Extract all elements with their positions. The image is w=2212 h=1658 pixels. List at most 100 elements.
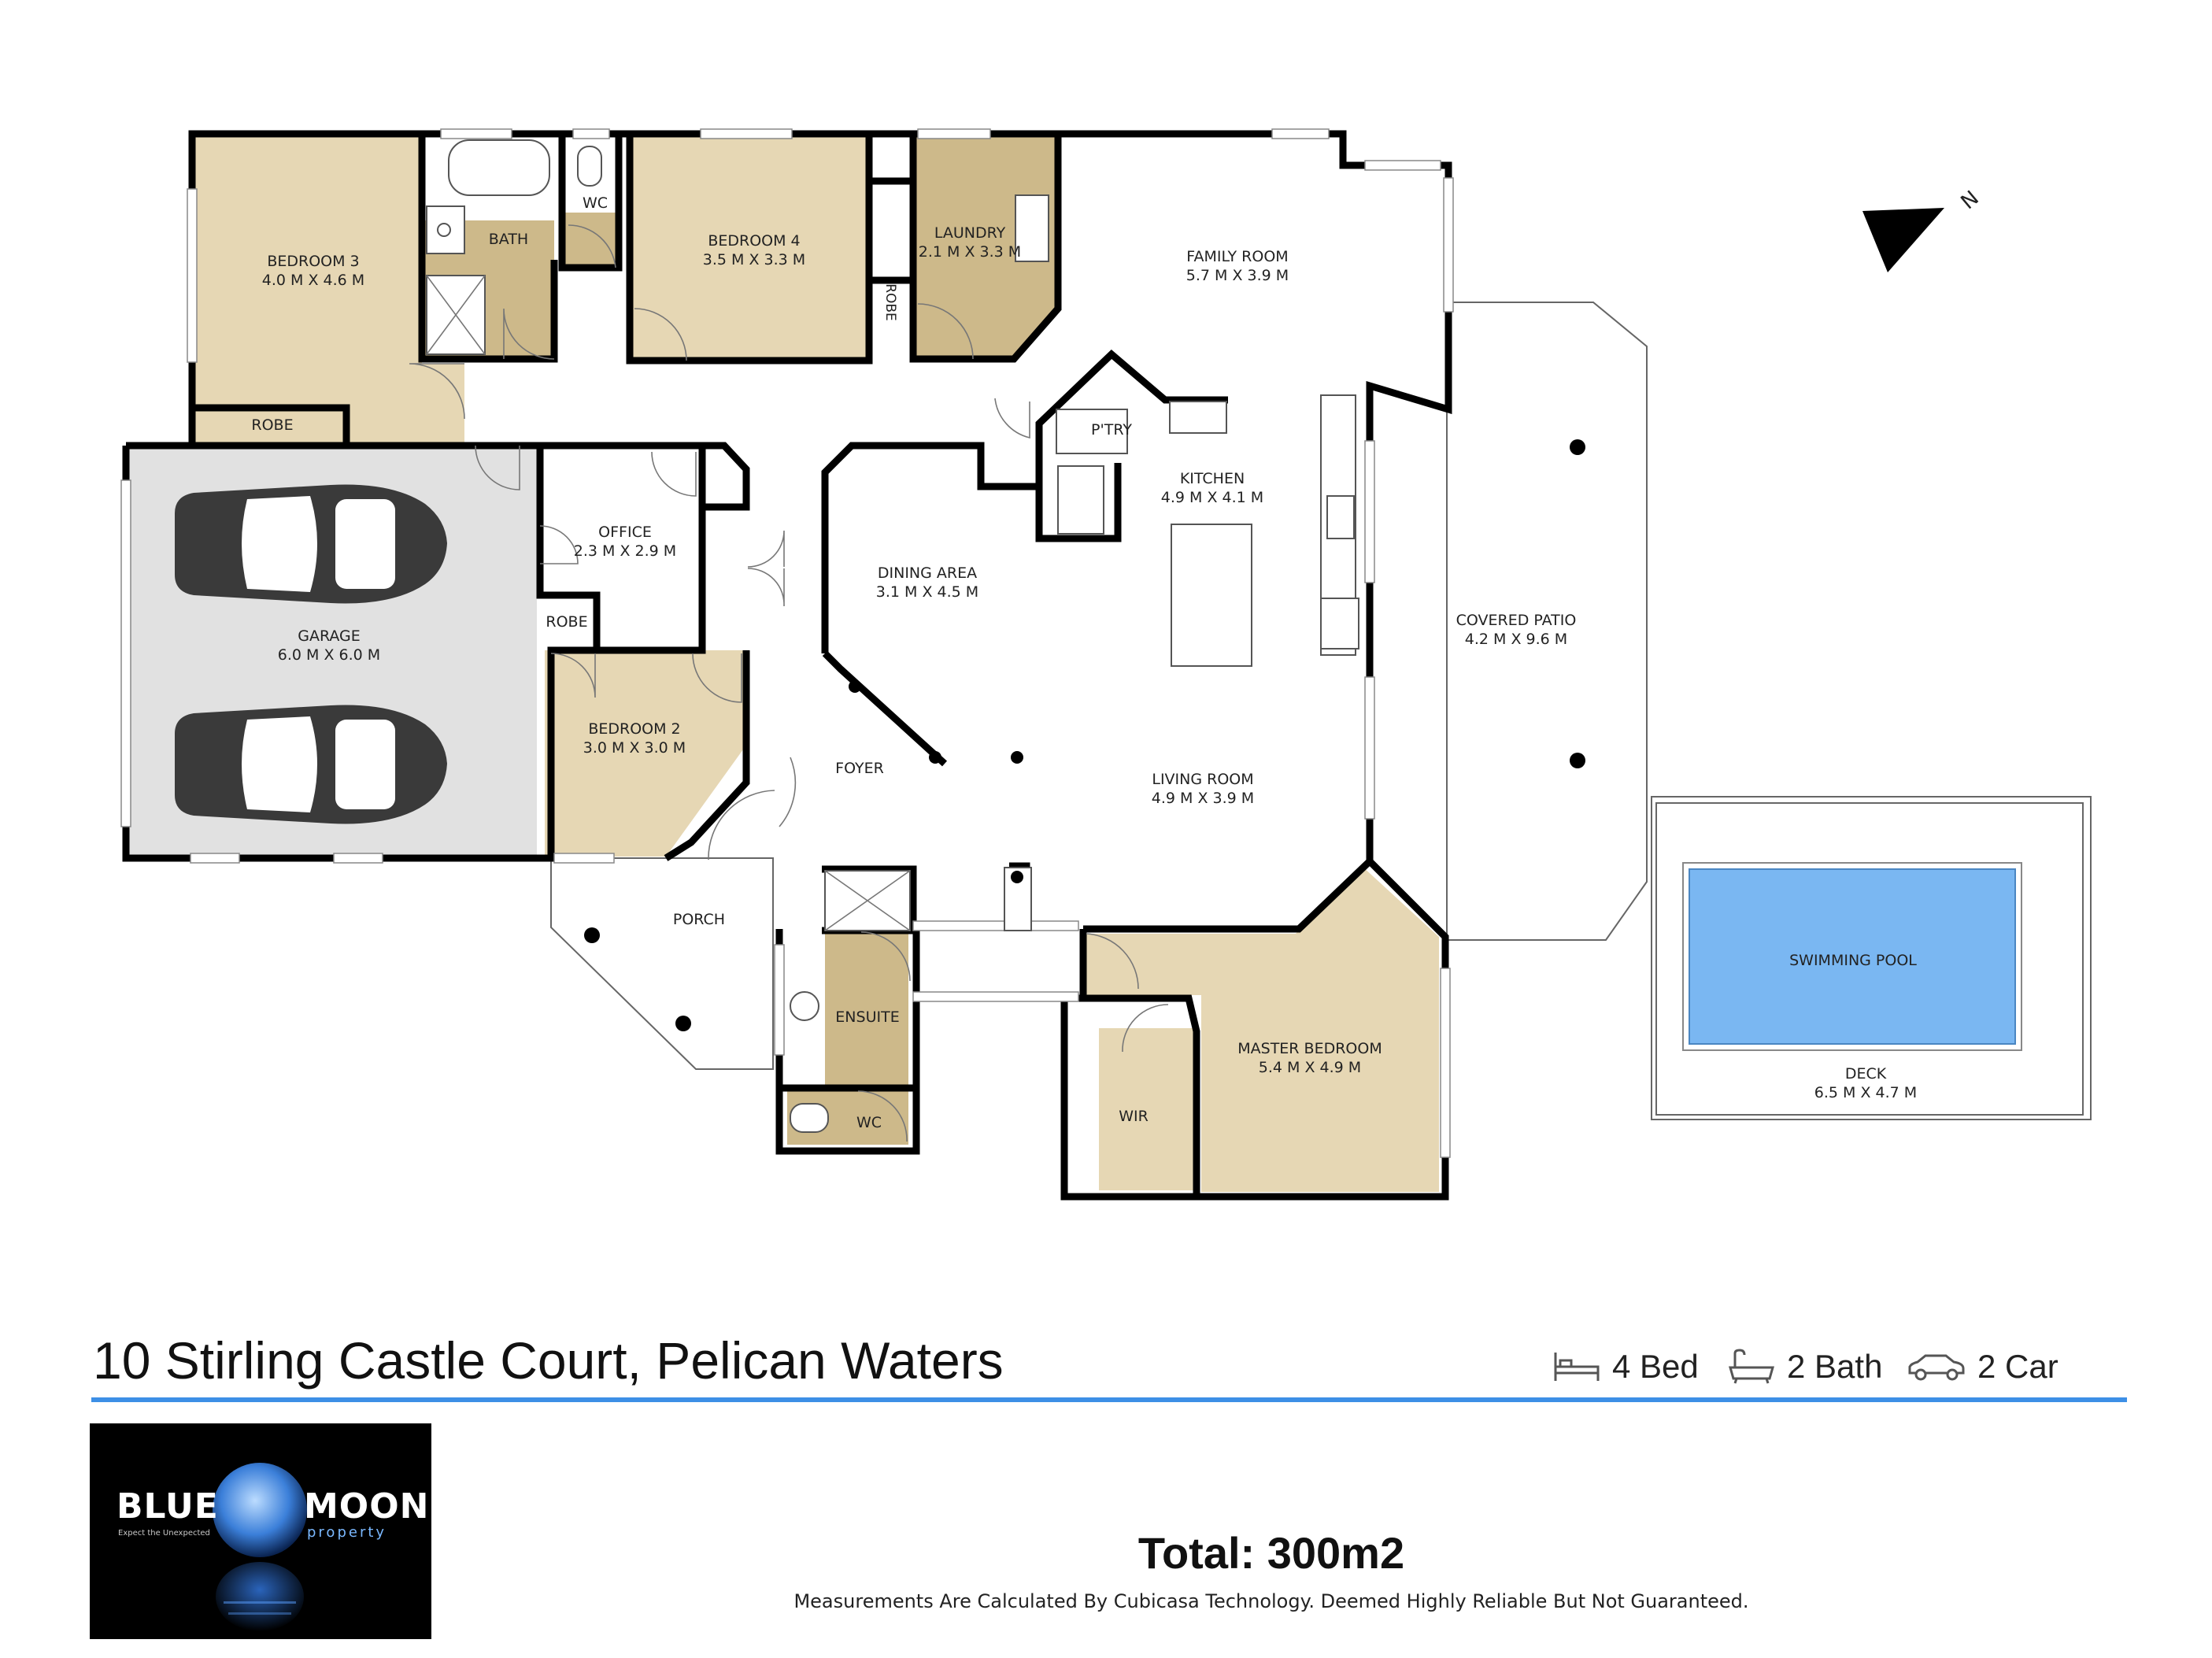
- car-count-label: 2 Car: [1977, 1348, 2058, 1385]
- pantry-shelf: [1056, 409, 1128, 454]
- ensuite-floor: [825, 931, 908, 1085]
- foyer-name: FOYER: [835, 760, 884, 777]
- master-name: MASTER BEDROOM: [1237, 1040, 1382, 1057]
- dining-name: DINING AREA: [878, 564, 977, 582]
- disclaimer: Measurements Are Calculated By Cubicasa …: [793, 1590, 1749, 1612]
- bedroom2-size: 3.0 M X 3.0 M: [583, 739, 686, 757]
- north-arrow-icon: N: [1862, 187, 1984, 272]
- wc2-toilet: [790, 1103, 829, 1133]
- covered-patio-name: COVERED PATIO: [1456, 612, 1577, 629]
- wall-wc1: [558, 134, 623, 272]
- bath-count: 2 Bath: [1727, 1348, 1882, 1386]
- laundry-tub: [1015, 194, 1049, 262]
- bathtub-icon: [1729, 1349, 1774, 1384]
- porch-name: PORCH: [673, 911, 725, 928]
- office-name: OFFICE: [598, 524, 652, 541]
- wir-name: WIR: [1119, 1108, 1149, 1125]
- wall-bedroom2: [664, 650, 750, 861]
- doors: [409, 224, 1169, 1142]
- servery-bench: [1169, 401, 1227, 434]
- master-floor: [1083, 866, 1439, 1192]
- office-size: 2.3 M X 2.9 M: [574, 542, 676, 560]
- pantry-name: P'TRY: [1091, 421, 1132, 439]
- bed-icon: [1554, 1353, 1600, 1381]
- logo-word-moon: MOON: [304, 1486, 430, 1527]
- deck-inner: [1655, 802, 2084, 1116]
- wall-bed4: [626, 134, 873, 365]
- bath-name: BATH: [489, 231, 528, 248]
- bedroom2-floor: [545, 650, 743, 857]
- bedroom2-name: BEDROOM 2: [588, 720, 680, 738]
- dining-size: 3.1 M X 4.5 M: [876, 583, 978, 601]
- deck-size: 6.5 M X 4.7 M: [1814, 1084, 1917, 1101]
- master-size: 5.4 M X 4.9 M: [1259, 1059, 1361, 1076]
- robe-laundry-name: ROBE: [882, 283, 898, 321]
- fixtures: [426, 139, 1359, 1133]
- island-bench: [1171, 524, 1252, 667]
- bedroom3-name: BEDROOM 3: [267, 253, 359, 270]
- garage-name: GARAGE: [298, 627, 361, 645]
- wall-robe-bed2: [540, 591, 601, 650]
- fridge-fixture: [1057, 465, 1104, 535]
- bathtub-fixture: [448, 139, 550, 196]
- sink-fixture: [1326, 495, 1355, 539]
- robe-bed2-name: ROBE: [546, 613, 587, 631]
- living-name: LIVING ROOM: [1152, 771, 1253, 788]
- car-2-icon: [175, 705, 447, 824]
- pool-water: [1689, 868, 2016, 1045]
- accent-rule: [91, 1397, 2127, 1402]
- company-logo: BLUE MOON Expect the Unexpected property: [90, 1423, 431, 1639]
- kitchen-name: KITCHEN: [1180, 470, 1245, 487]
- porch-outline: [550, 857, 774, 1070]
- family-room-size: 5.7 M X 3.9 M: [1186, 267, 1289, 284]
- wall-office: [540, 442, 750, 654]
- robe-bed3-name: ROBE: [251, 416, 293, 434]
- wall-pantry: [1035, 349, 1228, 446]
- bed-count: 4 Bed: [1552, 1348, 1699, 1386]
- compass-letter: N: [1957, 187, 1984, 214]
- covered-patio-size: 4.2 M X 9.6 M: [1465, 631, 1567, 648]
- property-address: 10 Stirling Castle Court, Pelican Waters: [93, 1331, 1004, 1390]
- car-icon: [1908, 1354, 1965, 1381]
- windows: [120, 128, 1454, 1158]
- wall-laundry: [909, 134, 1062, 363]
- room-labels: BEDROOM 3 4.0 M X 4.6 M BATH WC BEDROOM …: [251, 194, 1917, 1131]
- wall-dining-angle: [822, 650, 948, 767]
- ensuite-name: ENSUITE: [835, 1008, 899, 1026]
- wall-robe-laundry: [869, 177, 917, 284]
- laundry-floor: [916, 137, 1055, 356]
- living-size: 4.9 M X 3.9 M: [1152, 790, 1254, 807]
- logo-word-blue: BLUE: [117, 1486, 219, 1527]
- bedroom4-size: 3.5 M X 3.3 M: [703, 251, 805, 268]
- bed-count-label: 4 Bed: [1612, 1348, 1699, 1385]
- logo-tagline: Expect the Unexpected: [118, 1529, 210, 1538]
- bath-count-label: 2 Bath: [1787, 1348, 1883, 1385]
- total-area: Total: 300m2: [1137, 1528, 1405, 1578]
- toilet-fixture: [577, 146, 602, 187]
- bedroom3-size: 4.0 M X 4.6 M: [262, 272, 364, 289]
- outdoor-outlines: [550, 302, 2092, 1120]
- laundry-size: 2.1 M X 3.3 M: [919, 243, 1021, 261]
- wir-floor: [1099, 1028, 1195, 1190]
- family-room-name: FAMILY ROOM: [1186, 248, 1288, 265]
- wall-family-east: [1366, 323, 1452, 415]
- bedroom4-name: BEDROOM 4: [708, 232, 800, 250]
- wall-master-east: [1083, 858, 1373, 933]
- wall-dining: [821, 442, 1043, 653]
- floor-plan: N BEDROOM 3 4.0 M X 4.6 M BATH WC BEDROO…: [120, 128, 2092, 1201]
- car-1-icon: [175, 484, 447, 604]
- wc1-name: WC: [583, 194, 608, 212]
- kitchen-size: 4.9 M X 4.1 M: [1161, 489, 1263, 506]
- moon-icon: [213, 1463, 307, 1631]
- wall-bed3-bath: [418, 134, 558, 363]
- bedroom3-floor-ext: [343, 364, 464, 442]
- garage-size: 6.0 M X 6.0 M: [278, 646, 380, 664]
- wc2-name: WC: [856, 1114, 882, 1131]
- wc1-floor: [562, 213, 617, 266]
- pool-name: SWIMMING POOL: [1789, 952, 1917, 969]
- deck-outline: [1651, 796, 2092, 1120]
- wall-pantry-lower: [1035, 449, 1122, 542]
- deck-name: DECK: [1845, 1065, 1887, 1083]
- cooktop-fixture: [1320, 598, 1359, 650]
- pillars: [584, 439, 1585, 1031]
